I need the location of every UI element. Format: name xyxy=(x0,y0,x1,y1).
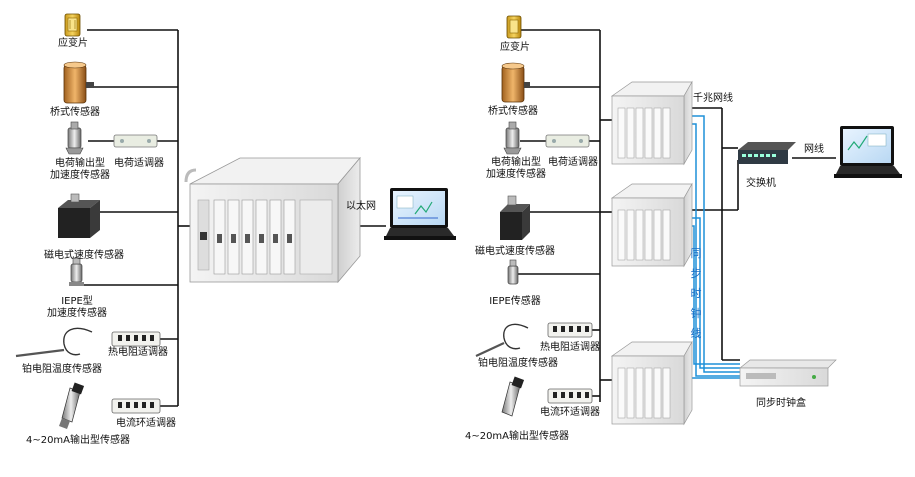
iepe-accel-left xyxy=(69,257,84,286)
current-sensor-left xyxy=(59,382,85,429)
current-sensor-right xyxy=(501,376,525,417)
right-daq-chassis-2 xyxy=(610,182,693,268)
strain-gauge-left xyxy=(64,13,81,37)
label-ethernet: 以太网 xyxy=(346,201,376,212)
label-charge-accel-right: 电荷输出型 加速度传感器 xyxy=(486,157,546,180)
label-charge-conditioner-left: 电荷适调器 xyxy=(114,158,164,169)
label-sync-clock-line: 同步时钟线 xyxy=(690,247,702,340)
label-pt-temp-right: 铂电阻温度传感器 xyxy=(478,358,558,369)
current-conditioner-left xyxy=(111,398,161,414)
label-iepe-accel-left: IEPE型 加速度传感器 xyxy=(47,296,107,319)
bridge-sensor-left xyxy=(63,61,94,104)
sync-clock-lines xyxy=(690,115,740,379)
sync-clock-box xyxy=(739,359,837,387)
label-current-conditioner-left: 电流环适调器 xyxy=(116,418,176,429)
label-current-sensor-left: 4~20mA输出型传感器 xyxy=(25,435,131,446)
label-network-cable: 网线 xyxy=(804,144,824,155)
label-magnetic-velocity-right: 磁电式速度传感器 xyxy=(475,246,555,257)
label-charge-accel-left: 电荷输出型 加速度传感器 xyxy=(50,158,110,181)
label-bridge-sensor-right: 桥式传感器 xyxy=(488,106,538,117)
label-current-sensor-right: 4~20mA输出型传感器 xyxy=(464,431,570,442)
label-switch: 交换机 xyxy=(746,178,776,189)
strain-gauge-right xyxy=(506,15,522,39)
iepe-sensor-right xyxy=(507,259,519,285)
charge-conditioner-left xyxy=(113,134,158,148)
label-rtd-conditioner-right: 热电阻适调器 xyxy=(540,342,600,353)
right-laptop xyxy=(834,126,902,178)
rtd-conditioner-right xyxy=(547,322,593,338)
label-strain-gauge-left: 应变片 xyxy=(58,38,88,49)
left-laptop xyxy=(384,188,456,240)
right-daq-chassis-3 xyxy=(610,340,693,426)
charge-accel-left xyxy=(65,121,84,155)
current-conditioner-right xyxy=(547,388,593,404)
magnetic-velocity-left xyxy=(58,193,100,238)
right-connection-lines xyxy=(516,29,836,402)
label-current-conditioner-right: 电流环适调器 xyxy=(540,407,600,418)
right-daq-chassis-1 xyxy=(610,80,693,166)
charge-conditioner-right xyxy=(545,134,590,148)
label-strain-gauge-right: 应变片 xyxy=(500,42,530,53)
pt-temp-right xyxy=(475,323,529,357)
label-charge-conditioner-right: 电荷适调器 xyxy=(548,157,598,168)
pt-temp-left xyxy=(15,327,93,358)
bridge-sensor-right xyxy=(501,62,530,103)
label-rtd-conditioner-left: 热电阻适调器 xyxy=(108,347,168,358)
label-sync-clock-box: 同步时钟盒 xyxy=(756,398,806,409)
rtd-conditioner-left xyxy=(111,331,161,347)
label-bridge-sensor-left: 桥式传感器 xyxy=(50,107,100,118)
left-daq-chassis xyxy=(184,156,361,284)
charge-accel-right xyxy=(503,121,522,155)
magnetic-velocity-right xyxy=(500,195,530,240)
label-iepe-right: IEPE传感器 xyxy=(489,296,541,307)
label-gigabit-cable: 千兆网线 xyxy=(693,93,733,104)
label-pt-temp-left: 铂电阻温度传感器 xyxy=(22,364,102,375)
network-switch xyxy=(738,142,796,164)
label-magnetic-velocity-left: 磁电式速度传感器 xyxy=(44,250,124,261)
